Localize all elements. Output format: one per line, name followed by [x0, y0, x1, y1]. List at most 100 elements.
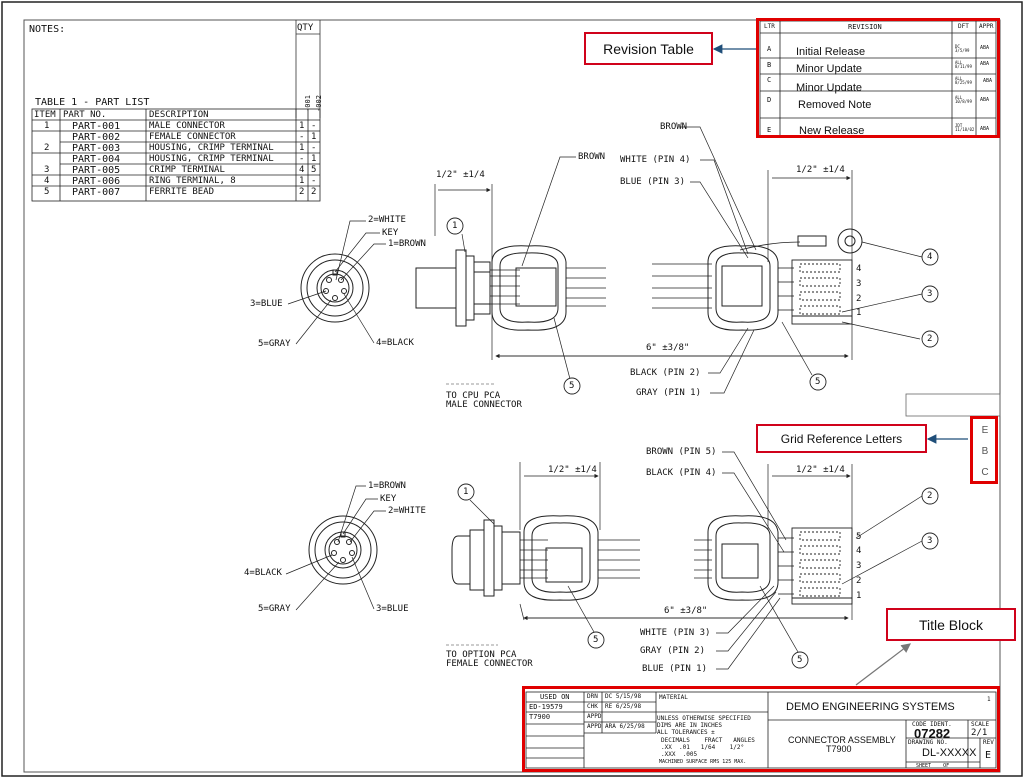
notes-label: NOTES:	[29, 24, 66, 35]
chk-value: RE 6/25/98	[605, 703, 642, 710]
drn-value: DC 5/15/98	[605, 693, 642, 700]
parts-row-part: PART-006	[72, 176, 121, 187]
revision-row-ltr: D	[767, 96, 772, 104]
grid-reference-callout: Grid Reference Letters	[756, 424, 927, 453]
male-pin-label: 5=GRAY	[258, 339, 291, 349]
female-wire-label: BLUE (PIN 1)	[642, 664, 708, 674]
qty-header: QTY	[297, 23, 314, 33]
sheet-number: 1	[987, 696, 991, 703]
parts-row-part: PART-007	[72, 187, 121, 198]
drawing-no-label: DRAWING NO.	[908, 739, 948, 746]
parts-row-desc: FERRITE BEAD	[149, 187, 215, 197]
grid-letter: B	[981, 446, 989, 457]
parts-row-desc: CRIMP TERMINAL	[149, 165, 225, 175]
male-pin-label: 1=BROWN	[388, 239, 426, 249]
appd2-label: APPD	[587, 723, 602, 730]
female-wires-left	[520, 539, 640, 579]
revision-row-desc: Removed Note	[798, 99, 872, 111]
revision-row-desc: Minor Update	[796, 63, 863, 75]
female-pin-label: 3=BLUE	[376, 604, 409, 614]
male-balloon-label: 3	[927, 289, 933, 299]
male-pin-label: KEY	[382, 228, 399, 238]
female-connector-end-view	[308, 515, 378, 585]
male-ring-terminal	[797, 228, 863, 254]
revision-row-desc: New Release	[799, 125, 865, 137]
parts-header-item: ITEM	[34, 110, 56, 120]
revision-row-dft: DC 3/5/99	[955, 44, 970, 53]
tolerance-line: DECIMALS FRACT ANGLES	[661, 737, 755, 744]
male-wire-label: BROWN	[660, 122, 688, 132]
parts-table-title: TABLE 1 - PART LIST	[35, 97, 150, 108]
revision-row-desc: Initial Release	[796, 46, 866, 58]
revision-row-appr: ABA	[980, 61, 990, 67]
female-ferrite-right	[707, 515, 779, 601]
title-callout-arrow	[855, 643, 911, 686]
code-ident-value: 07282	[914, 726, 951, 741]
rev-value: E	[985, 750, 992, 761]
revision-header-revision: REVISION	[848, 23, 882, 31]
male-caption: MALE CONNECTOR	[446, 400, 522, 410]
female-wire-label: BROWN (PIN 5)	[646, 447, 717, 457]
male-wire-label: BLUE (PIN 3)	[620, 177, 686, 187]
male-wire-label: BLACK (PIN 2)	[630, 368, 701, 378]
grid-letter: C	[981, 467, 989, 478]
female-ferrite-left	[523, 515, 599, 601]
used-on-label: USED ON	[540, 693, 570, 701]
male-housing-pin: 1	[856, 308, 862, 318]
female-housing-pin: 1	[856, 591, 862, 601]
grid-letter: E	[981, 425, 989, 436]
male-dim-length: 6" ±3/8"	[646, 343, 690, 353]
male-caption: TO CPU PCA	[446, 391, 501, 401]
drawing-no-value: DL-XXXXX	[922, 747, 977, 759]
male-wires-left	[490, 267, 606, 307]
parts-row-desc: HOUSING, CRIMP TERMINAL	[149, 154, 274, 164]
parts-header-part: PART NO.	[63, 110, 107, 120]
parts-row-desc: MALE CONNECTOR	[149, 121, 225, 131]
revision-row-ltr: E	[767, 126, 772, 134]
tolerance-line: .XX .01 1/64 1/2°	[661, 744, 745, 751]
female-pin-label: 4=BLACK	[244, 568, 282, 578]
male-ferrite-right	[707, 245, 779, 331]
tolerance-line: UNLESS OTHERWISE SPECIFIED	[657, 715, 751, 722]
title-block-highlight	[522, 686, 1000, 772]
drawing-subtitle: T7900	[826, 744, 852, 754]
parts-row-q2: 1	[311, 154, 317, 164]
tolerance-line: .XXX .005	[661, 751, 698, 758]
scale-value: 2/1	[971, 728, 988, 738]
male-connector-body	[415, 249, 491, 327]
female-balloon-label: 1	[463, 487, 469, 497]
used-on-value: T7900	[529, 713, 551, 721]
revision-header-ltr: LTR	[764, 23, 775, 30]
female-wire-label: GRAY (PIN 2)	[640, 646, 706, 656]
female-balloon-label: 3	[927, 536, 933, 546]
used-on-value: ED-19579	[529, 703, 563, 711]
parts-row-part: PART-003	[72, 143, 121, 154]
material-label: MATERIAL	[659, 694, 688, 701]
parts-row-item: 2	[44, 143, 50, 153]
revision-table-highlight	[756, 18, 1000, 138]
parts-row-desc: FEMALE CONNECTOR	[149, 132, 236, 142]
revision-row-appr: ABA	[983, 78, 993, 84]
revision-row-ltr: C	[767, 76, 772, 84]
parts-row-item: 3	[44, 165, 50, 175]
male-balloon-label: 1	[452, 221, 458, 231]
parts-row-q1: 2	[299, 187, 305, 197]
parts-row-q2: -	[311, 121, 317, 131]
parts-row-item: 4	[44, 176, 50, 186]
revision-row-appr: ABA	[980, 45, 990, 51]
male-wire-label: BROWN	[578, 152, 606, 162]
revision-row-ltr: A	[767, 45, 772, 53]
revision-row-ltr: B	[767, 61, 772, 69]
rev-label: REV	[983, 739, 994, 746]
parts-row-part: PART-004	[72, 154, 121, 165]
male-pin-label: 4=BLACK	[376, 338, 414, 348]
revision-table-callout: Revision Table	[584, 32, 713, 65]
parts-row-desc: RING TERMINAL, 8	[149, 176, 236, 186]
parts-row-item: 1	[44, 121, 50, 131]
male-balloon-label: 5	[815, 377, 821, 387]
male-ferrite-left	[491, 245, 567, 331]
revision-row-appr: ABA	[980, 126, 990, 132]
female-dim-left: 1/2" ±1/4	[548, 465, 597, 475]
tolerance-line: DIMS ARE IN INCHES	[657, 722, 723, 729]
